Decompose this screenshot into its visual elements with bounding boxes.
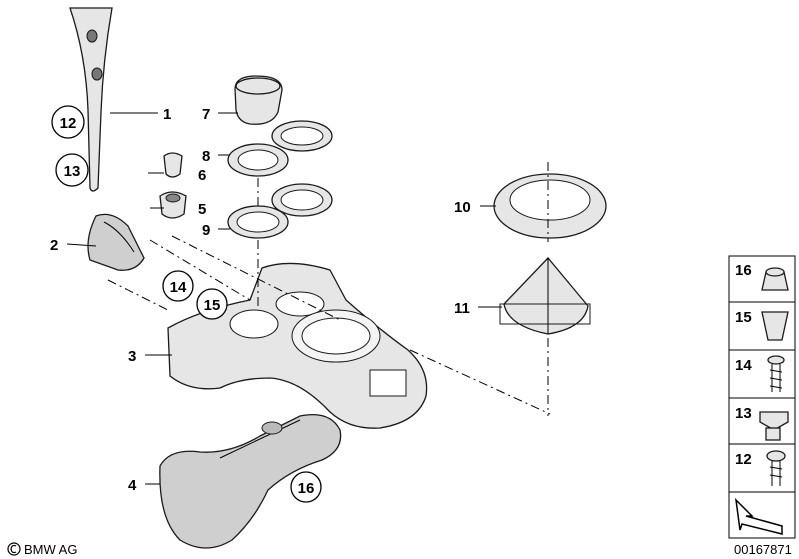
fastener-legend: 16 15 14 13 12 xyxy=(728,255,796,539)
part-7-knob xyxy=(234,75,283,125)
part-1-trim-strip xyxy=(69,7,113,192)
legend-item-12: 12 xyxy=(735,451,752,468)
callout-3: 3 xyxy=(128,348,136,365)
part-5-socket xyxy=(159,191,187,219)
part-3-center-console xyxy=(167,262,428,429)
callout-2: 2 xyxy=(50,237,58,254)
part-2-cover xyxy=(87,213,145,271)
brand-text: BMW AG xyxy=(24,542,77,557)
legend-item-14: 14 xyxy=(735,357,752,374)
legend-item-15: 15 xyxy=(735,309,752,326)
callout-8: 8 xyxy=(202,148,210,165)
part-4-console-base xyxy=(159,413,342,549)
part-9-ring-alt xyxy=(271,183,333,217)
callout-11: 11 xyxy=(454,300,470,317)
part-6-plug xyxy=(163,152,183,178)
callout-5: 5 xyxy=(198,201,206,218)
callout-1: 1 xyxy=(163,106,171,123)
callout-10: 10 xyxy=(454,199,471,216)
part-10-bezel-ring xyxy=(493,173,607,239)
callout-7: 7 xyxy=(202,106,210,123)
callout-14: 14 xyxy=(170,279,187,296)
callout-12: 12 xyxy=(60,115,77,132)
callout-15: 15 xyxy=(204,297,221,314)
callout-9: 9 xyxy=(202,222,210,239)
callout-16: 16 xyxy=(298,480,315,497)
copyright: BMW AG xyxy=(7,542,77,557)
direction-arrow-icon xyxy=(734,497,783,535)
callout-6: 6 xyxy=(198,167,206,184)
part-9-ring xyxy=(227,205,289,239)
part-8-ring-alt xyxy=(271,120,333,152)
callout-4: 4 xyxy=(128,477,137,494)
doc-number: 00167871 xyxy=(734,542,792,557)
part-11-boot xyxy=(499,257,591,335)
legend-item-13: 13 xyxy=(735,405,752,422)
callout-13: 13 xyxy=(64,163,81,180)
legend-item-16: 16 xyxy=(735,262,752,279)
part-8-ring xyxy=(227,143,289,177)
